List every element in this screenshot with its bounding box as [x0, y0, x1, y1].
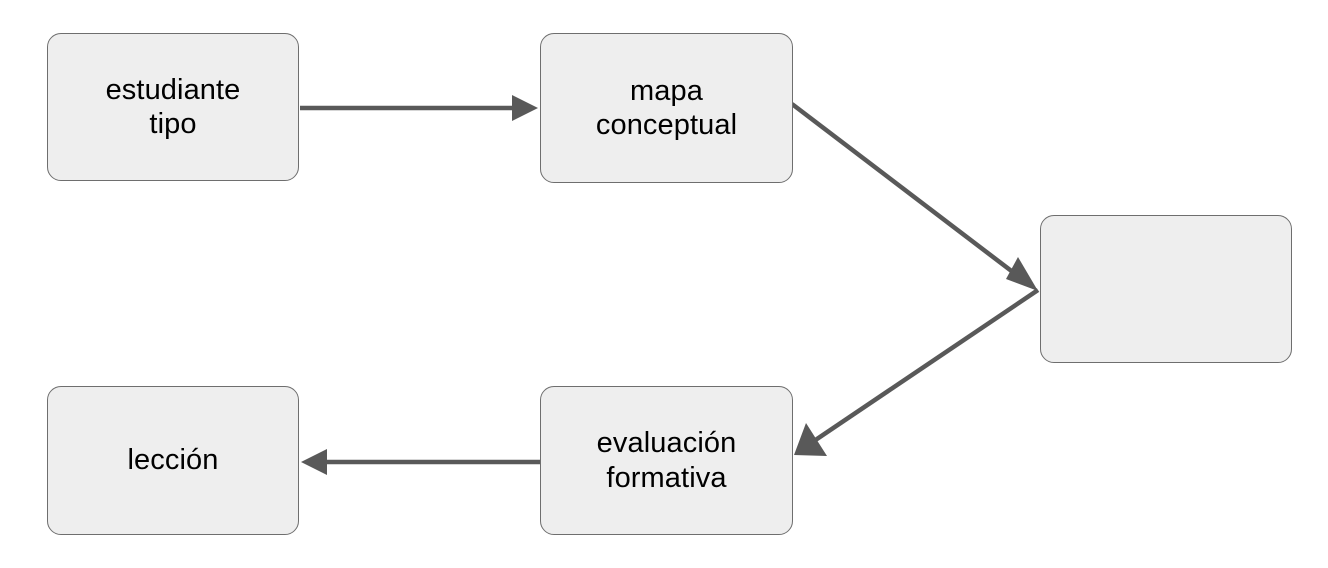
arrowhead-icon — [301, 449, 327, 475]
node-label: lección — [127, 444, 219, 477]
edge-mapa-to-empty[interactable] — [790, 102, 1038, 291]
edge-empty-to-evaluacion[interactable] — [794, 288, 1040, 456]
node-mapa-conceptual[interactable]: mapa conceptual — [540, 33, 793, 183]
arrowhead-icon — [794, 423, 827, 456]
node-label: estudiante tipo — [105, 73, 241, 140]
node-estudiante-tipo[interactable]: estudiante tipo — [47, 33, 299, 181]
edge-estudiante-to-mapa[interactable] — [300, 95, 538, 121]
node-empty[interactable] — [1040, 215, 1292, 363]
node-label: evaluación formativa — [596, 427, 737, 494]
edge-line — [812, 288, 1040, 443]
edge-evaluacion-to-leccion[interactable] — [301, 449, 540, 475]
arrowhead-icon — [512, 95, 538, 121]
node-evaluacion-formativa[interactable]: evaluación formativa — [540, 386, 793, 535]
node-label: mapa conceptual — [595, 74, 738, 141]
edge-line — [790, 102, 1020, 278]
node-leccion[interactable]: lección — [47, 386, 299, 535]
arrowhead-icon — [1006, 257, 1038, 291]
